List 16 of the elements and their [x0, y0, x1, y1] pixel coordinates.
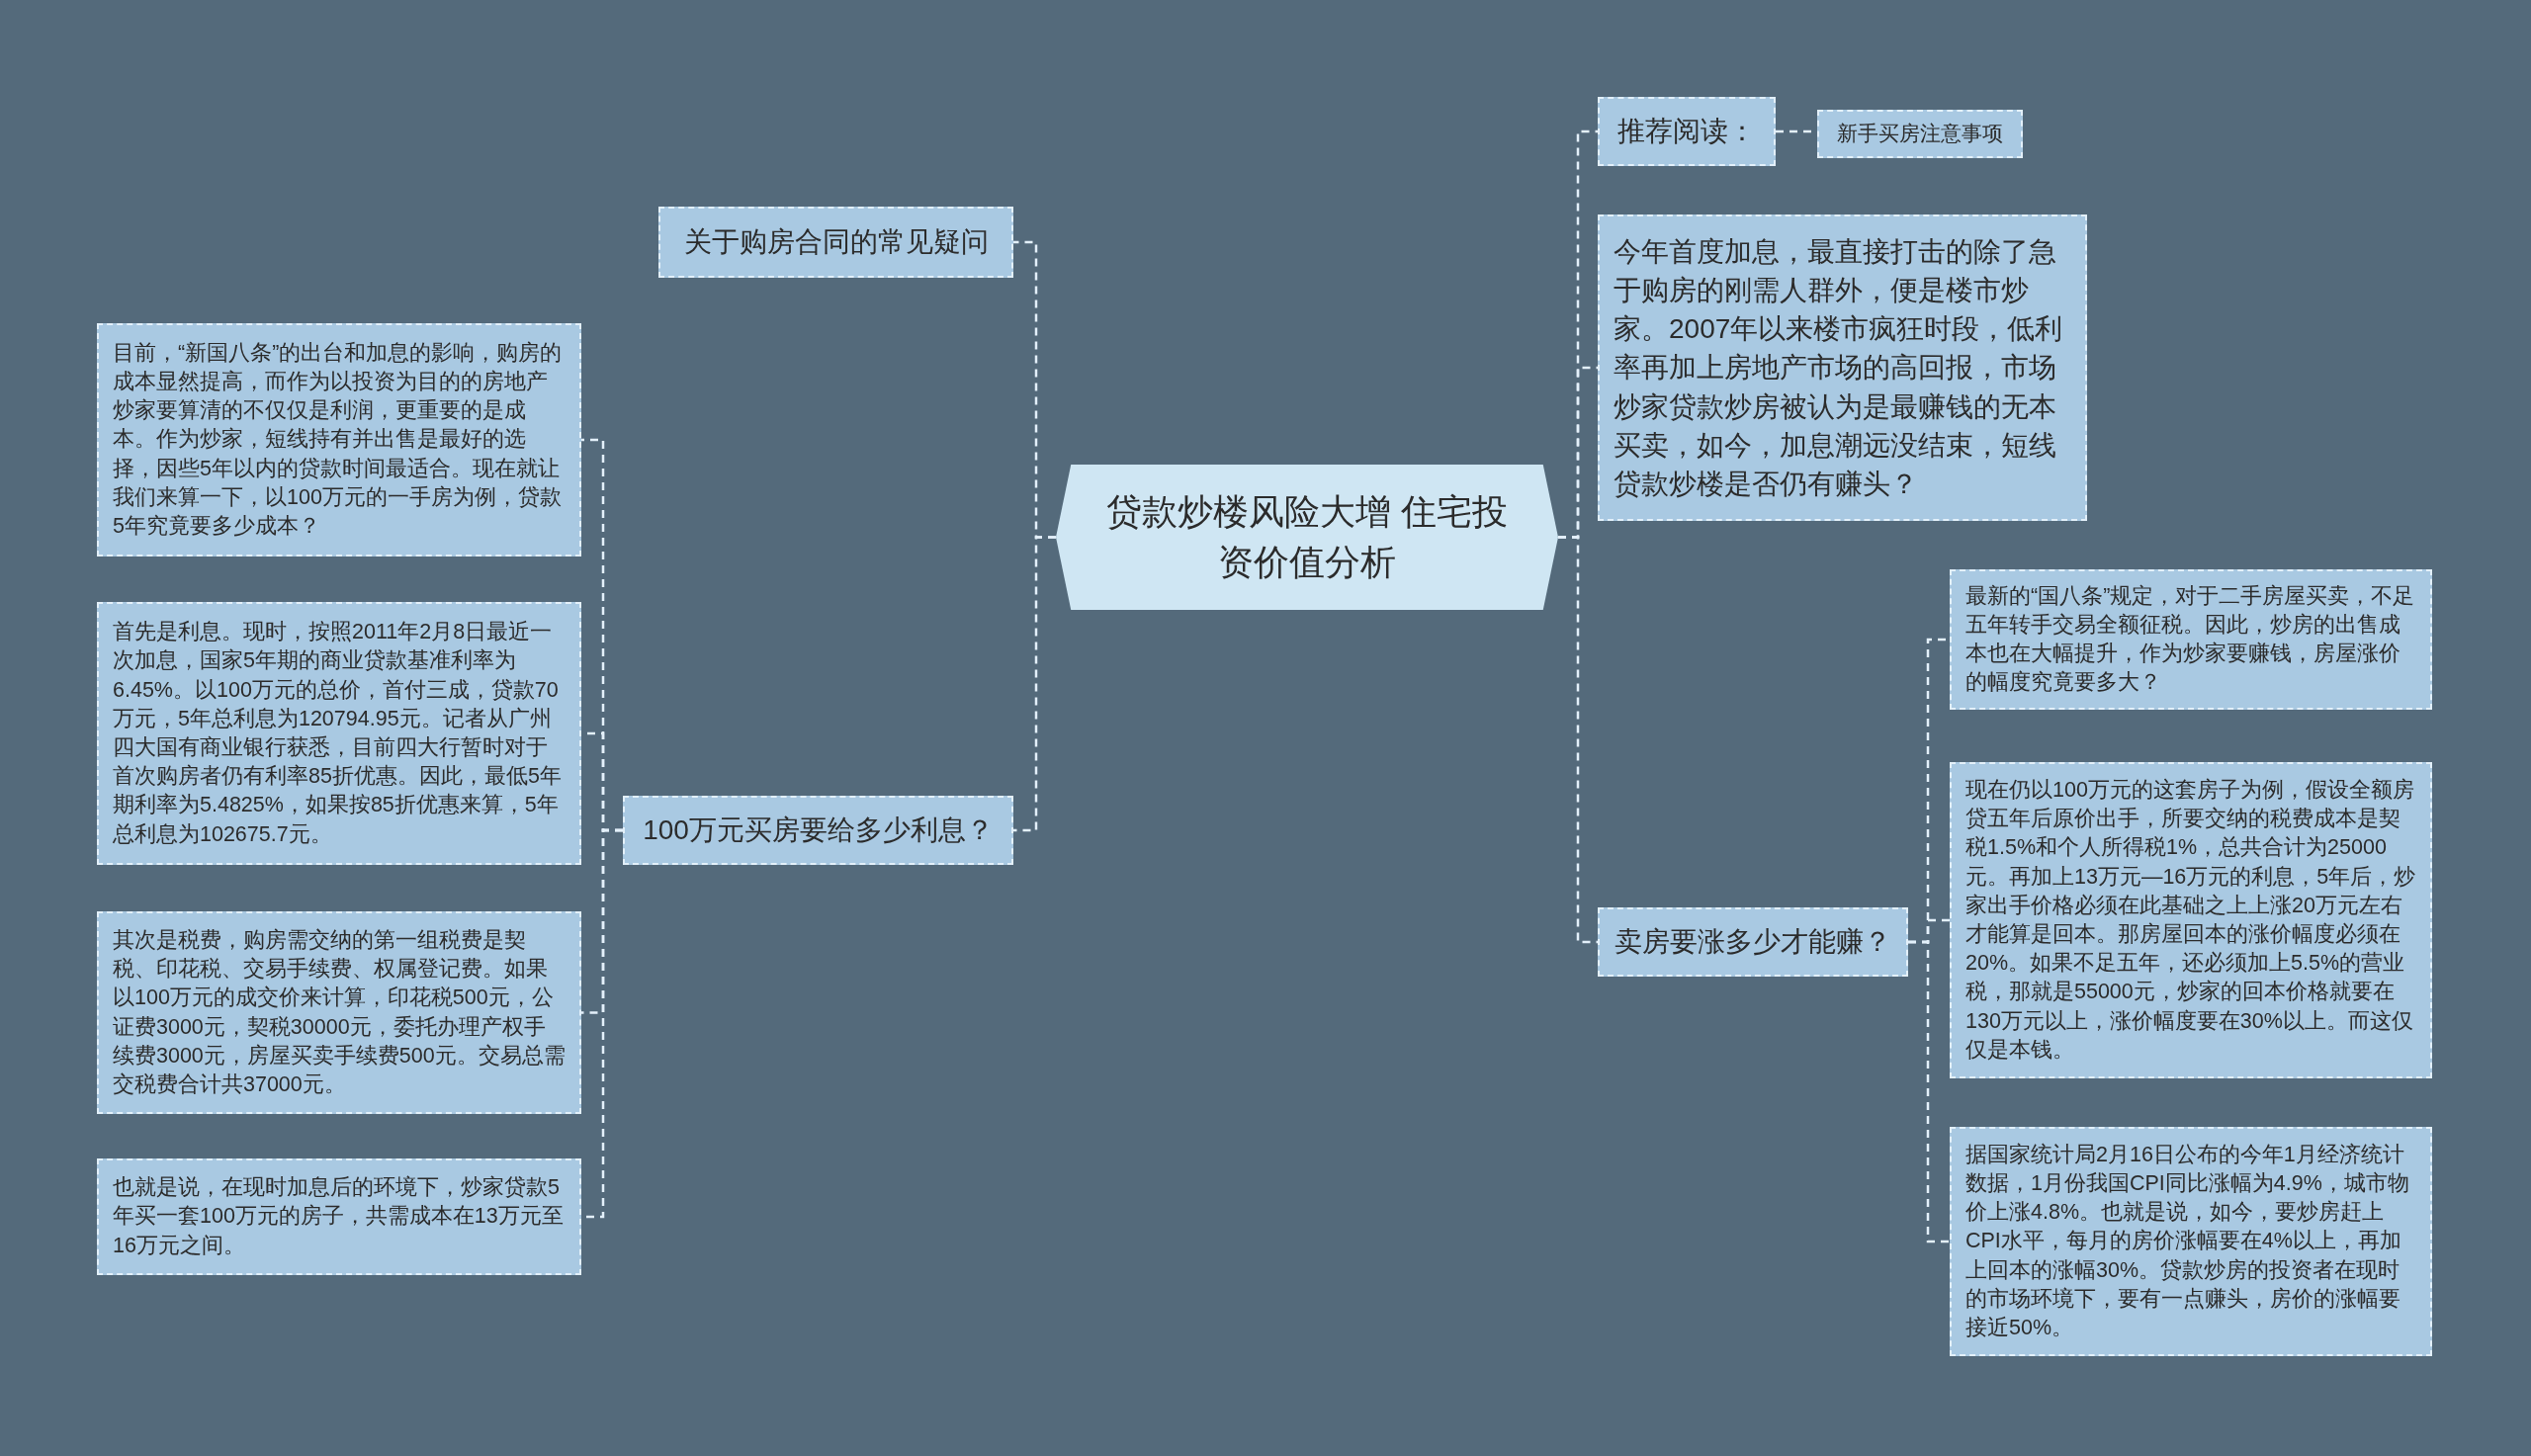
connector-line: [1558, 536, 1598, 944]
text-card: 其次是税费，购房需交纳的第一组税费是契税、印花税、交易手续费、权属登记费。如果以100万元的成交价来计算，印花税500元，公证费3000元，契税30000元，委托办理产权手续费3000元，房屋买卖手续费500元。交易总需交税费合计共37000元。: [97, 911, 581, 1114]
connector-line: [1013, 536, 1056, 832]
text-card: 也就是说，在现时加息后的环境下，炒家贷款5年买一套100万元的房子，共需成本在13万元至16万元之间。: [97, 1158, 581, 1275]
topic-box: 100万元买房要给多少利息？: [623, 796, 1013, 865]
topic-box: 卖房要涨多少才能赚？: [1598, 907, 1908, 977]
text-card: 最新的“国八条”规定，对于二手房屋买卖，不足五年转手交易全额征税。因此，炒房的出售成本也在大幅提升，作为炒家要赚钱，房屋涨价的幅度究竟要多大？: [1950, 569, 2432, 710]
text-card: 现在仍以100万元的这套房子为例，假设全额房贷五年后原价出手，所要交纳的税费成本是契税1.5%和个人所得税1%，总共合计为25000元。再加上13万元—16万元的利息，5年后，炒家出手价格必须在此基础之上上涨20万元左右才能算是回本。那房屋回本的涨价幅度必须在20%。如果不足五年，还必须加上5.5%的营业税，那就是55000元，炒家的回本价格就要在130万元以上，涨价幅度要在30%以上。而这仅仅是本钱。: [1950, 762, 2432, 1078]
text-card: 目前，“新国八条”的出台和加息的影响，购房的成本显然提高，而作为以投资为目的的房地产炒家要算清的不仅仅是利润，更重要的是成本。作为炒家，短线持有并出售是最好的选择，因些5年以内的贷款时间最适合。现在就让我们来算一下，以100万元的一手房为例，贷款5年究竟要多少成本？: [97, 323, 581, 557]
connector-line: [1908, 940, 1950, 1243]
topic-box: 关于购房合同的常见疑问: [658, 207, 1013, 278]
text-card: 首先是利息。现时，按照2011年2月8日最近一次加息，国家5年期的商业贷款基准利率为6.45%。以100万元的总价，首付三成，贷款70万元，5年总利息为120794.95元。记者从广州四大国有商业银行获悉，目前四大行暂时对于首次购房者仍有利率85折优惠。因此，最低5年期利率为5.4825%，如果按85折优惠来算，5年总利息为102675.7元。: [97, 602, 581, 865]
text-card: 新手买房注意事项: [1817, 110, 2023, 158]
text-card: 据国家统计局2月16日公布的今年1月经济统计数据，1月份我国CPI同比涨幅为4.9%，城市物价上涨4.8%。也就是说，如今，要炒房赶上CPI水平，每月的房价涨幅要在4%以上，再加上回本的涨幅30%。贷款炒房的投资者在现时的市场环境下，要有一点赚头，房价的涨幅要接近50%。: [1950, 1127, 2432, 1356]
topic-box: 推荐阅读：: [1598, 97, 1776, 166]
text-card: 今年首度加息，最直接打击的除了急于购房的刚需人群外，便是楼市炒家。2007年以来楼市疯狂时段，低利率再加上房地产市场的高回报，市场炒家贷款炒房被认为是最赚钱的无本买卖，如今，加息潮远没结束，短线贷款炒楼是否仍有赚头？: [1598, 214, 2087, 521]
